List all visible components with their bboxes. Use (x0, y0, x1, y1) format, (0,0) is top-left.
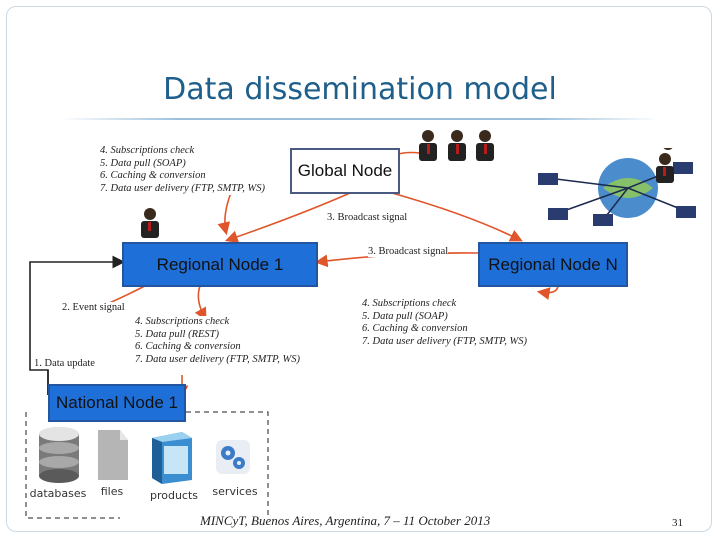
broadcast-signal-top: 3. Broadcast signal (327, 212, 408, 223)
user-icon-right (656, 153, 674, 183)
arrow-global-to-regionaln (391, 192, 523, 242)
regional1-steps-note: 4. Subscriptions check 5. Data pull (RES… (135, 316, 300, 366)
data-update-label: 1. Data update (34, 358, 95, 369)
slide-frame (6, 6, 712, 532)
global-node-label: Global Node (297, 161, 393, 180)
arrow-regional1-note (194, 285, 207, 321)
services-label: services (212, 485, 258, 498)
broadcast-signal-mid: 3. Broadcast signal (368, 246, 449, 257)
files-label: files (100, 485, 124, 498)
databases-label: databases (29, 487, 87, 500)
products-label: products (149, 489, 199, 502)
page-title: Data dissemination model (163, 72, 557, 107)
user-group-icon (419, 130, 494, 161)
regional-node-n[interactable]: Regional Node N (478, 242, 628, 287)
national-node-1[interactable]: National Node 1 (48, 384, 186, 422)
user-icon-regional1 (141, 208, 159, 238)
national-node-1-label: National Node 1 (56, 393, 178, 412)
regional-node-1-label: Regional Node 1 (156, 254, 284, 274)
regionaln-steps-note: 4. Subscriptions check 5. Data pull (SOA… (362, 298, 527, 348)
network-globe-icon (538, 148, 696, 226)
product-box-icon (152, 432, 192, 484)
file-icon (98, 430, 128, 480)
regional-node-n-label: Regional Node N (488, 254, 618, 274)
regional-node-1[interactable]: Regional Node 1 (122, 242, 318, 287)
footer-text: MINCyT, Buenos Aires, Argentina, 7 – 11 … (200, 513, 491, 528)
title-underline (60, 118, 660, 120)
page-number: 31 (672, 517, 683, 529)
database-icon (39, 427, 79, 483)
event-signal-label: 2. Event signal (62, 302, 125, 313)
arrow-global-to-regional1 (224, 192, 351, 243)
gears-icon (216, 440, 250, 474)
global-node[interactable]: Global Node (290, 148, 400, 194)
global-steps-note: 4. Subscriptions check 5. Data pull (SOA… (100, 145, 265, 195)
